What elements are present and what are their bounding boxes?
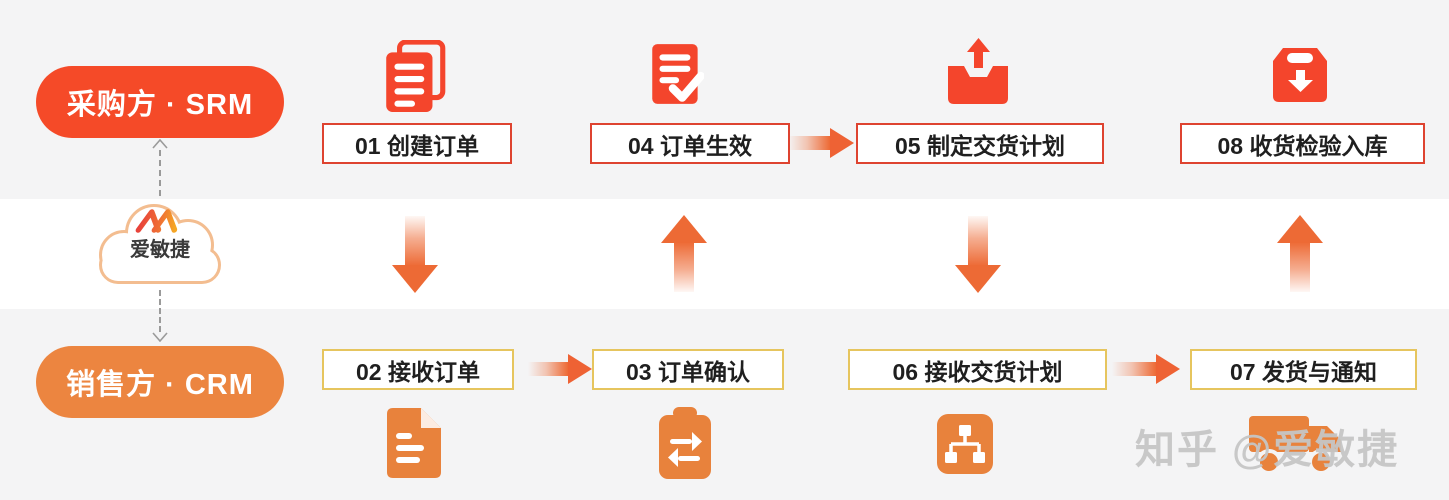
- upload-tray-icon: [948, 38, 1008, 104]
- step-02-receive-order: 02 接收订单: [322, 349, 514, 390]
- arrow-07-to-08-icon: [1277, 215, 1323, 243]
- arrow-05-to-06-tail: [968, 216, 988, 266]
- document-check-icon: [652, 44, 704, 104]
- sitemap-icon: [937, 414, 993, 474]
- document-icon: [387, 408, 441, 478]
- arrow-04-to-05-icon: [830, 128, 854, 158]
- arrow-01-to-02-icon: [392, 265, 438, 293]
- buyer-pill: 采购方 · SRM: [36, 66, 284, 138]
- step-02-label: 02 接收订单: [356, 358, 480, 385]
- arrow-05-to-06-icon: [955, 265, 1001, 293]
- dashed-connector-bottom: [159, 290, 161, 332]
- step-08-label: 08 收货检验入库: [1217, 132, 1388, 159]
- clipboard-swap-icon: [659, 407, 711, 479]
- arrow-03-to-04-tail: [674, 242, 694, 292]
- truck-icon: [1249, 416, 1341, 475]
- step-05-label: 05 制定交货计划: [895, 132, 1065, 159]
- zhihu-watermark: 知乎 @爱敏捷: [1135, 428, 1400, 472]
- step-07-label: 07 发货与通知: [1230, 358, 1377, 385]
- dashed-arrowhead-up-icon: [152, 139, 168, 149]
- arrow-06-to-07-tail: [1112, 362, 1156, 376]
- step-04-label: 04 订单生效: [628, 132, 752, 159]
- seller-label: 销售方 · CRM: [66, 369, 254, 401]
- dashed-connector-top: [159, 150, 161, 196]
- step-01-create-order: 01 创建订单: [322, 123, 512, 164]
- arrow-03-to-04-icon: [661, 215, 707, 243]
- step-03-order-confirm: 03 订单确认: [592, 349, 784, 390]
- documents-icon: [386, 40, 446, 112]
- arrow-07-to-08-tail: [1290, 242, 1310, 292]
- archive-box-icon: [1273, 48, 1327, 102]
- cloud-brand-label: 爱敏捷: [130, 239, 190, 261]
- cloud-icon: [99, 204, 221, 284]
- step-05-delivery-plan: 05 制定交货计划: [856, 123, 1104, 164]
- middle-lane-background: [0, 199, 1449, 309]
- step-06-label: 06 接收交货计划: [892, 358, 1063, 385]
- aiminjie-zigzag-logo-icon: [135, 209, 178, 233]
- dashed-arrowhead-down-icon: [152, 332, 168, 342]
- step-08-receive-inspect-stock: 08 收货检验入库: [1180, 123, 1425, 164]
- step-04-order-effective: 04 订单生效: [590, 123, 790, 164]
- arrow-02-to-03-icon: [568, 354, 592, 384]
- arrow-01-to-02-tail: [405, 216, 425, 266]
- arrow-04-to-05-tail: [788, 136, 830, 150]
- step-06-receive-delivery-plan: 06 接收交货计划: [848, 349, 1107, 390]
- arrow-06-to-07-icon: [1156, 354, 1180, 384]
- cloud-platform: 爱敏捷: [90, 197, 230, 289]
- buyer-label: 采购方 · SRM: [66, 89, 254, 121]
- arrow-02-to-03-tail: [528, 362, 568, 376]
- step-01-label: 01 创建订单: [355, 132, 479, 159]
- step-03-label: 03 订单确认: [626, 358, 750, 385]
- step-07-ship-and-notify: 07 发货与通知: [1190, 349, 1417, 390]
- seller-pill: 销售方 · CRM: [36, 346, 284, 418]
